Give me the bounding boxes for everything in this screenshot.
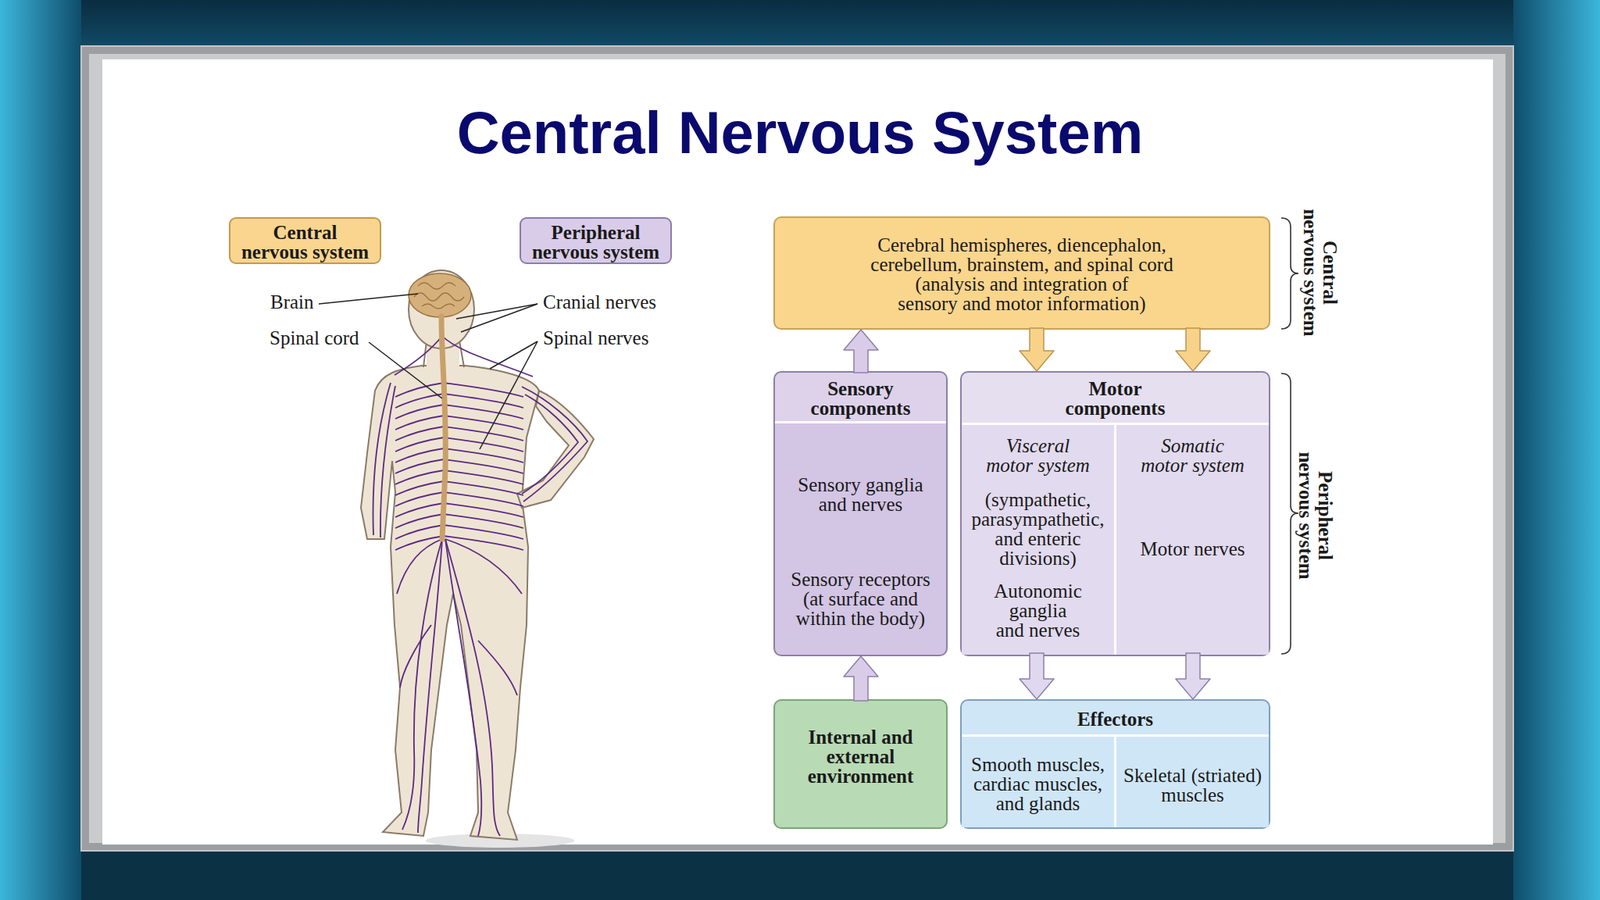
block-arrow [1019, 653, 1054, 700]
box-text: (analysis and integration of sensory and… [889, 274, 1155, 314]
brain-illustration [408, 273, 472, 318]
nerve-line [394, 335, 443, 375]
brain-fold [414, 292, 465, 301]
box-text: Sensory receptors (at surface and within… [782, 569, 940, 629]
nerve-network [372, 335, 588, 836]
background-stripe [1513, 0, 1600, 900]
box-heading: Sensory components [794, 378, 928, 418]
human-figure [360, 270, 594, 848]
neck-outline [459, 340, 465, 368]
nerve-line [521, 386, 588, 502]
nerve-line [521, 394, 579, 494]
bracket-label: Peripheral nervous system [1295, 450, 1335, 582]
box-text: Autonomic ganglia and nerves [993, 581, 1083, 640]
process-box: Sensory componentsSensory ganglia and ne… [773, 371, 948, 657]
process-box: Cerebral hemispheres, diencephalon, cere… [773, 216, 1271, 330]
background-band [0, 0, 1600, 47]
subsystem-box: Visceral motor system (sympathetic, paras… [961, 422, 1115, 655]
nerve-line [402, 539, 443, 830]
brain-fold [417, 282, 456, 290]
key-box: Central nervous system [228, 217, 382, 265]
panel-white [102, 59, 1493, 845]
box-text: Motor components [1049, 378, 1183, 418]
key-box: Peripheral nervous system [519, 217, 672, 265]
brain-fold [421, 303, 455, 309]
panel-frame [81, 46, 1514, 851]
nerve-line [380, 385, 396, 538]
box-text: Peripheral nervous system [530, 222, 661, 262]
box-text: (sympathetic, parasympathetic, and enter… [964, 489, 1113, 568]
block-arrow [843, 656, 879, 701]
nerve-line [478, 640, 518, 696]
nerve-line [442, 335, 533, 377]
nerve-line [372, 382, 391, 536]
leader-line [479, 341, 538, 450]
leader-lines [318, 293, 538, 450]
block-arrow [843, 329, 879, 373]
box-heading: Somatic motor system [1138, 435, 1248, 475]
brackets [1281, 217, 1299, 654]
curly-bracket [1281, 217, 1299, 329]
spinal-cord-illustration [441, 316, 446, 540]
box-text: Effectors [1049, 709, 1183, 729]
body-outline [360, 365, 540, 840]
box-text: Internal and external environment [807, 727, 915, 786]
process-box: Motor componentsVisceral motor system (sy… [960, 371, 1271, 657]
box-text: Sensory ganglia and nerves [788, 475, 933, 515]
effector-subbox: Smooth muscles, cardiac muscles, and gla… [961, 734, 1115, 828]
box-text: Skeletal (striated) muscles [1120, 765, 1265, 805]
nerve-line [443, 535, 524, 550]
leader-line [456, 303, 538, 319]
block-arrow [1019, 328, 1054, 372]
leader-line [460, 303, 538, 333]
box-text: Central nervous system [239, 222, 371, 262]
part-label: Cranial nerves [542, 292, 700, 312]
nerve-line [400, 625, 432, 688]
nerve-line [395, 535, 444, 550]
part-label: Brain [270, 292, 365, 312]
nerve-line [445, 539, 482, 836]
nerve-line [445, 539, 500, 836]
box-text: Smooth muscles, cardiac muscles, and gla… [965, 754, 1111, 814]
subsystem-box: Somatic motor systemMotor nerves [1114, 422, 1269, 655]
part-label: Spinal nerves [542, 328, 700, 348]
nerve-line [396, 539, 443, 594]
effector-subbox: Skeletal (striated) muscles [1114, 734, 1269, 828]
box-heading: Cerebral hemispheres, diencephalon, cere… [857, 235, 1186, 275]
part-label: Spinal cord [269, 328, 387, 348]
box-heading: Visceral motor system [983, 435, 1093, 475]
environment-box: Internal and external environment [773, 699, 948, 829]
block-arrow [1175, 653, 1211, 700]
bracket-label: Central nervous system [1300, 207, 1340, 339]
box-text: Motor nerves [1122, 539, 1264, 559]
slide-title: Central Nervous System [0, 98, 1600, 167]
background-stripe [0, 0, 82, 900]
block-arrow [1175, 328, 1211, 372]
nerve-line [417, 539, 443, 833]
effector-box: EffectorsSmooth muscles, cardiac muscles… [960, 699, 1271, 829]
leader-line [368, 342, 443, 399]
leader-line [318, 293, 418, 304]
